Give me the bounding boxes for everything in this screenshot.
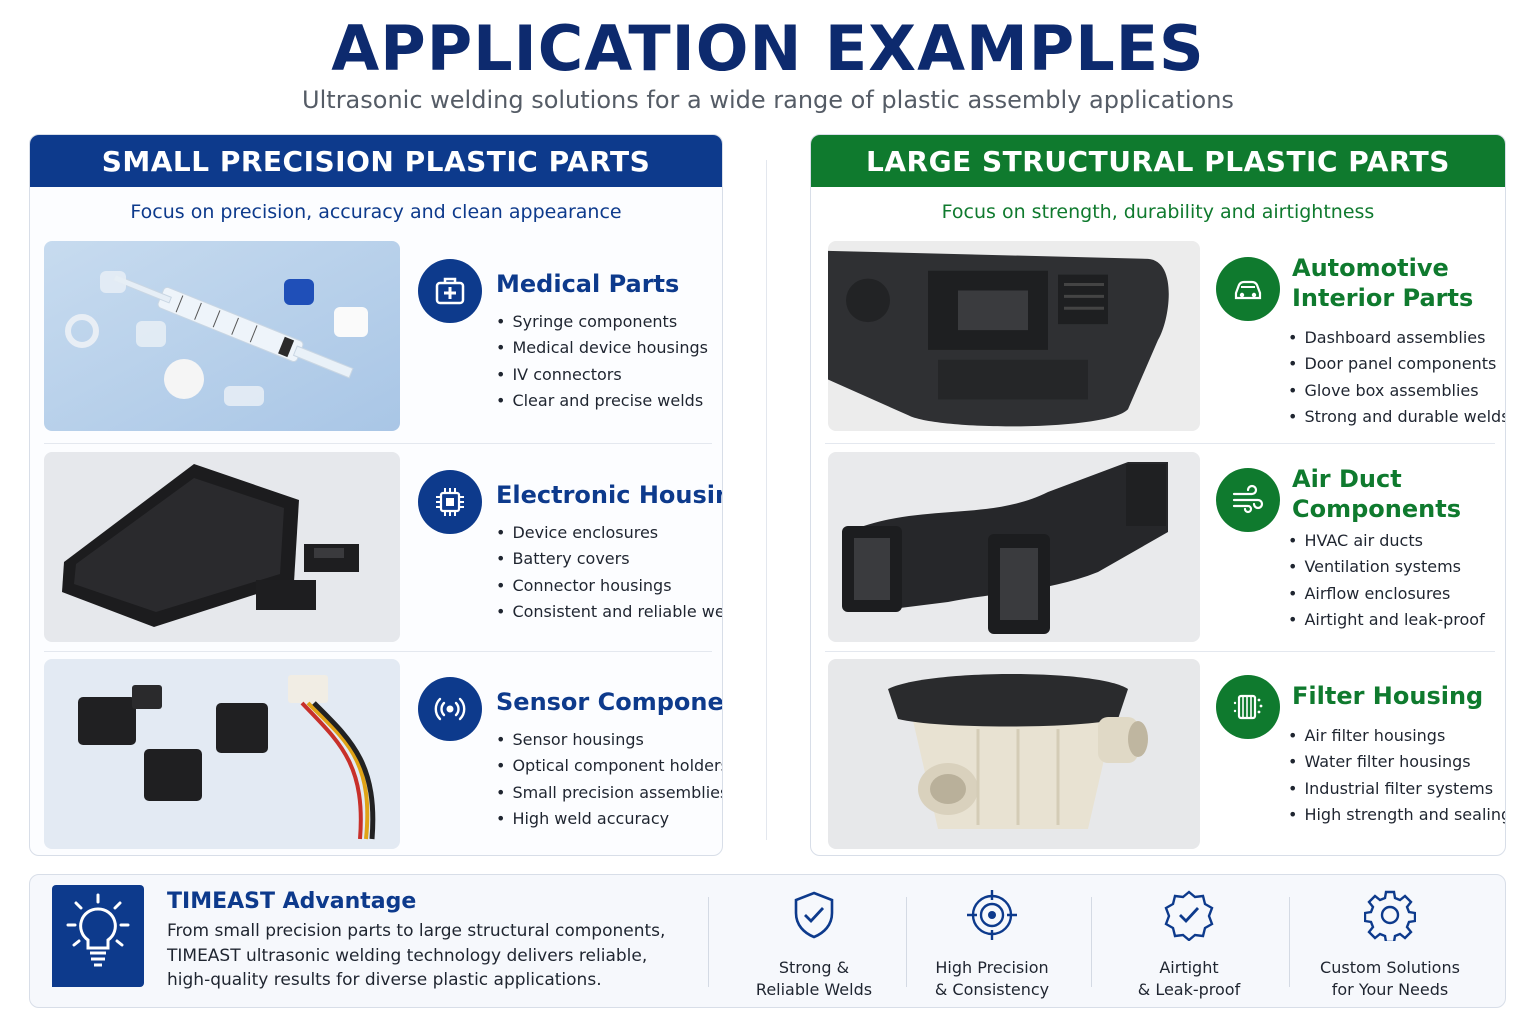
list-item: Airflow enclosures: [1288, 581, 1485, 607]
list-item: Syringe components: [496, 309, 708, 335]
category-title: Automotive Interior Parts: [1292, 254, 1474, 312]
category-row-medical: Medical Parts Syringe components Medical…: [44, 241, 712, 433]
category-title: Sensor Components: [496, 688, 723, 716]
feature-custom-solutions: Custom Solutions for Your Needs: [1292, 889, 1488, 1001]
large-parts-heading: LARGE STRUCTURAL PLASTIC PARTS: [811, 135, 1505, 187]
small-parts-panel: SMALL PRECISION PLASTIC PARTS Focus on p…: [29, 134, 723, 856]
feature-divider: [708, 897, 709, 987]
automotive-interior-photo: [828, 241, 1200, 431]
list-item: Air filter housings: [1288, 723, 1505, 749]
category-row-filter: Filter Housing Air filter housings Water…: [828, 659, 1505, 851]
row-divider: [44, 443, 712, 444]
category-title: Electronic Housing: [496, 481, 722, 509]
large-parts-focus: Focus on strength, durability and airtig…: [941, 201, 1375, 223]
feature-high-precision: High Precision & Consistency: [894, 889, 1090, 1001]
list-item: Dashboard assemblies: [1288, 325, 1505, 351]
category-title: Air Duct Components: [1292, 465, 1461, 523]
list-item: Water filter housings: [1288, 749, 1505, 775]
category-title: Filter Housing: [1292, 682, 1484, 710]
list-item: Airtight and leak-proof: [1288, 607, 1484, 633]
advantage-title: TIMEAST Advantage: [167, 889, 417, 914]
category-list: Device enclosures Battery covers Connect…: [496, 520, 722, 626]
sensor-signal-icon: [418, 677, 482, 741]
category-title: Medical Parts: [496, 270, 680, 298]
category-row-automotive: Automotive Interior Parts Dashboard asse…: [828, 241, 1505, 433]
list-item: Device enclosures: [496, 520, 722, 546]
category-list: Air filter housings Water filter housing…: [1288, 723, 1505, 829]
feature-divider: [1091, 897, 1092, 987]
row-divider: [825, 651, 1495, 652]
list-item: Battery covers: [496, 546, 722, 572]
feature-strong-welds: Strong & Reliable Welds: [716, 889, 912, 1001]
row-divider: [44, 651, 712, 652]
small-parts-focus: Focus on precision, accuracy and clean a…: [130, 201, 622, 223]
list-item: High strength and sealing: [1288, 802, 1505, 828]
shield-check-icon: [794, 891, 834, 939]
category-row-sensor: Sensor Components Sensor housings Optica…: [44, 659, 722, 851]
feature-label: Custom Solutions for Your Needs: [1320, 958, 1460, 999]
list-item: Door panel components: [1288, 351, 1505, 377]
category-list: Dashboard assemblies Door panel componen…: [1288, 325, 1505, 431]
car-icon: [1216, 257, 1280, 321]
category-list: HVAC air ducts Ventilation systems Airfl…: [1288, 528, 1485, 634]
filter-housing-photo: [828, 659, 1200, 849]
chip-icon: [418, 470, 482, 534]
advantage-text: From small precision parts to large stru…: [167, 921, 666, 990]
list-item: Small precision assemblies: [496, 780, 722, 806]
list-item: High weld accuracy: [496, 806, 722, 832]
feature-label: High Precision & Consistency: [934, 958, 1050, 999]
list-item: HVAC air ducts: [1288, 528, 1485, 554]
medical-kit-icon: [418, 259, 482, 323]
large-parts-panel: LARGE STRUCTURAL PLASTIC PARTS Focus on …: [810, 134, 1506, 856]
list-item: Medical device housings: [496, 335, 708, 361]
list-item: Industrial filter systems: [1288, 776, 1505, 802]
list-item: Glove box assemblies: [1288, 378, 1505, 404]
badge-check-icon: [1164, 890, 1214, 941]
electronic-housing-photo: [44, 452, 400, 642]
feature-label: Strong & Reliable Welds: [755, 958, 873, 999]
category-list: Sensor housings Optical component holder…: [496, 727, 722, 833]
list-item: Ventilation systems: [1288, 554, 1485, 580]
category-row-electronic: Electronic Housing Device enclosures Bat…: [44, 452, 722, 644]
filter-icon: [1216, 675, 1280, 739]
list-item: IV connectors: [496, 362, 708, 388]
sensor-components-photo: [44, 659, 400, 849]
category-row-air-duct: Air Duct Components HVAC air ducts Venti…: [828, 452, 1496, 644]
air-duct-photo: [828, 452, 1200, 642]
list-item: Optical component holders: [496, 753, 722, 779]
row-divider: [825, 443, 1495, 444]
list-item: Sensor housings: [496, 727, 722, 753]
lightbulb-icon: [52, 885, 144, 987]
page-title: APPLICATION EXAMPLES: [331, 12, 1205, 85]
list-item: Clear and precise welds: [496, 388, 708, 414]
list-item: Consistent and reliable welds: [496, 599, 722, 625]
target-icon: [967, 890, 1017, 940]
gear-icon: [1364, 890, 1416, 941]
small-parts-heading: SMALL PRECISION PLASTIC PARTS: [30, 135, 722, 187]
medical-parts-photo: [44, 241, 400, 431]
page-subtitle: Ultrasonic welding solutions for a wide …: [302, 86, 1234, 114]
list-item: Strong and durable welds: [1288, 404, 1505, 430]
advantage-bar: TIMEAST Advantage From small precision p…: [29, 874, 1506, 1008]
category-list: Syringe components Medical device housin…: [496, 309, 708, 415]
feature-divider: [906, 897, 907, 987]
list-item: Connector housings: [496, 573, 722, 599]
panel-divider: [766, 160, 767, 840]
airflow-icon: [1216, 468, 1280, 532]
feature-label: Airtight & Leak-proof: [1137, 958, 1241, 999]
feature-airtight: Airtight & Leak-proof: [1091, 889, 1287, 1001]
feature-divider: [1289, 897, 1290, 987]
